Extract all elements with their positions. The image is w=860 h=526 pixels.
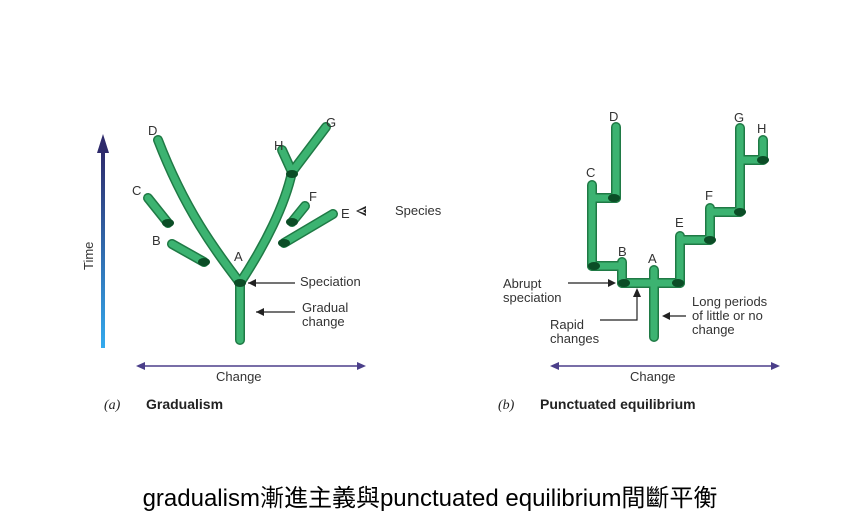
species-h-label: H <box>274 138 283 153</box>
p-species-g-label: G <box>734 110 744 125</box>
long-periods-pointer <box>662 312 686 320</box>
slide-caption: gradualism漸進主義與punctuated equilibrium間斷平… <box>142 485 718 512</box>
abrupt-speciation-pointer <box>568 279 616 287</box>
node-pa-left <box>618 279 630 287</box>
node-a <box>234 279 246 287</box>
p-species-f-label: F <box>705 188 713 203</box>
p-species-h-label: H <box>757 121 766 136</box>
node-pe <box>704 236 716 244</box>
punctuated-speciation-nodes <box>588 156 769 287</box>
node-e <box>278 239 290 247</box>
node-pc <box>608 194 620 202</box>
p-species-a-label: A <box>648 251 657 266</box>
change-label-right: Change <box>630 369 676 384</box>
change-axis-arrow-right <box>550 362 780 370</box>
panel-b-title: Punctuated equilibrium <box>540 396 696 412</box>
speciation-pointer <box>248 279 295 287</box>
species-d-label: D <box>148 123 157 138</box>
node-c <box>162 219 174 227</box>
node-pg <box>757 156 769 164</box>
panel-a-title: Gradualism <box>146 396 223 412</box>
p-species-e-label: E <box>675 215 684 230</box>
gradual-label-line2: change <box>302 314 345 329</box>
node-pb <box>588 262 600 270</box>
panel-a-letter: (a) <box>104 398 121 413</box>
species-f-label: F <box>309 189 317 204</box>
gradual-change-pointer <box>256 308 295 316</box>
species-b-label: B <box>152 233 161 248</box>
long-label-line3: change <box>692 322 735 337</box>
punctuated-panel: D C B A E F G H Abrupt speciation Rapid … <box>498 109 780 413</box>
node-f <box>286 218 298 226</box>
panel-b-letter: (b) <box>498 398 515 413</box>
p-species-d-label: D <box>609 109 618 124</box>
time-axis-arrow <box>97 134 109 348</box>
long-label-line2: of little or no <box>692 308 763 323</box>
node-b <box>198 258 210 266</box>
species-e-label: E <box>341 206 350 221</box>
species-pointer <box>356 206 367 216</box>
long-label-line1: Long periods <box>692 294 768 309</box>
node-pf <box>734 208 746 216</box>
rapid-label-line1: Rapid <box>550 317 584 332</box>
gradual-label-line1: Gradual <box>302 300 348 315</box>
time-axis-label: Time <box>81 242 96 270</box>
gradual-branches <box>143 122 338 345</box>
species-c-label: C <box>132 183 141 198</box>
p-species-b-label: B <box>618 244 627 259</box>
rapid-label-line2: changes <box>550 331 600 346</box>
node-pa-right <box>672 279 684 287</box>
change-axis-arrow-left <box>136 362 366 370</box>
species-label: Species <box>395 203 442 218</box>
rapid-changes-pointer <box>600 288 641 321</box>
abrupt-label-line2: speciation <box>503 290 562 305</box>
species-a-label: A <box>234 249 243 264</box>
change-label-left: Change <box>216 369 262 384</box>
gradual-speciation-nodes <box>162 170 298 287</box>
abrupt-label-line1: Abrupt <box>503 276 542 291</box>
gradualism-panel: Time <box>81 115 442 413</box>
node-h <box>286 170 298 178</box>
p-species-c-label: C <box>586 165 595 180</box>
species-g-label: G <box>326 115 336 130</box>
speciation-label: Speciation <box>300 274 361 289</box>
